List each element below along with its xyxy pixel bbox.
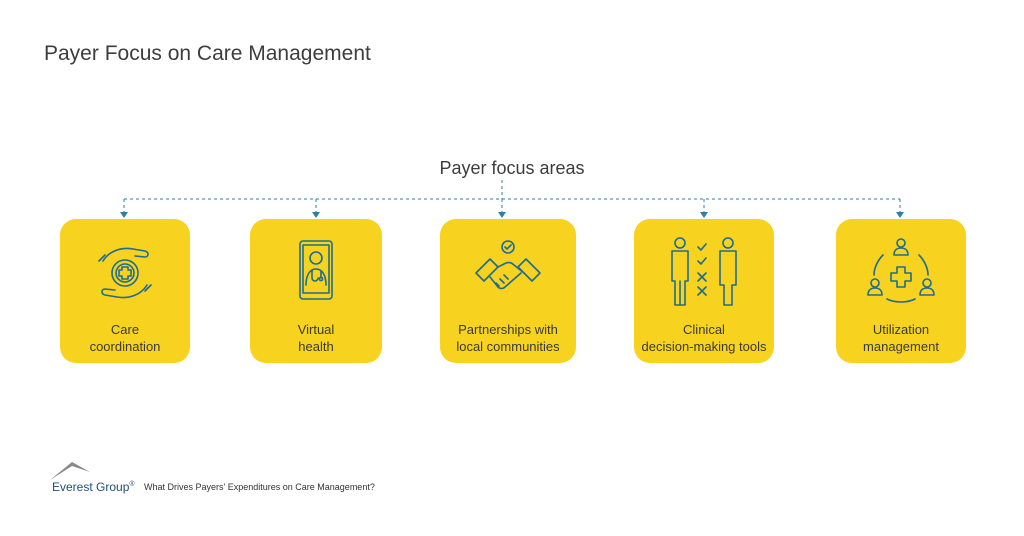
- tablet-doctor-icon: [276, 233, 356, 313]
- label-line-2: decision-making tools: [641, 339, 767, 354]
- focus-card-utilization-management: Utilization management: [836, 219, 966, 363]
- label-line-1: Virtual: [297, 322, 335, 337]
- label-line-1: Care: [110, 322, 140, 337]
- focus-card-label: Virtual health: [298, 321, 335, 355]
- footer-caption: What Drives Payers' Expenditures on Care…: [144, 482, 375, 492]
- brand-name: Everest Group®: [52, 480, 135, 494]
- care-hands-icon: [85, 233, 165, 313]
- focus-card-virtual-health: Virtual health: [250, 219, 382, 363]
- people-cycle-icon: [861, 233, 941, 313]
- brand-text: Everest Group: [52, 480, 130, 494]
- label-line-2: management: [863, 339, 939, 354]
- everest-group-logo: Everest Group®: [40, 460, 150, 496]
- label-line-1: Partnerships with: [458, 322, 558, 337]
- focus-card-partnerships: Partnerships with local communities: [440, 219, 576, 363]
- focus-card-care-coordination: Care coordination: [60, 219, 190, 363]
- focus-card-label: Partnerships with local communities: [456, 321, 559, 355]
- mountain-logo-icon: [50, 462, 90, 480]
- label-line-2: health: [298, 339, 334, 354]
- label-line-2: local communities: [456, 339, 560, 354]
- label-line-1: Clinical: [683, 322, 725, 337]
- label-line-2: coordination: [89, 339, 161, 354]
- registered-mark: ®: [129, 481, 135, 488]
- doctors-checklist-icon: [664, 233, 744, 313]
- focus-card-clinical-tools: Clinical decision-making tools: [634, 219, 774, 363]
- diagram-heading: Payer focus areas: [439, 158, 585, 178]
- label-line-1: Utilization: [872, 322, 930, 337]
- page-title: Payer Focus on Care Management: [44, 42, 371, 65]
- focus-card-label: Utilization management: [863, 321, 939, 355]
- focus-card-label: Care coordination: [90, 321, 161, 355]
- focus-card-label: Clinical decision-making tools: [641, 321, 766, 355]
- handshake-icon: [468, 233, 548, 313]
